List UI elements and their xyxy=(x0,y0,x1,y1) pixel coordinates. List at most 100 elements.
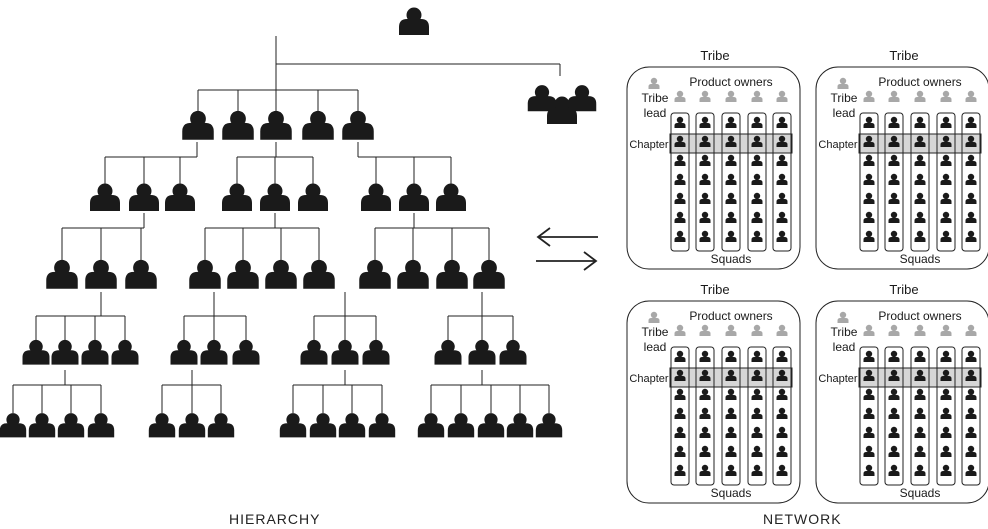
product-owners-label: Product owners xyxy=(689,309,772,323)
squad-column xyxy=(961,346,981,486)
product-owner-icon xyxy=(699,90,711,102)
squad-member-icon xyxy=(776,154,788,166)
squad-member-icon xyxy=(965,388,977,400)
squad-member-icon xyxy=(674,173,686,185)
squad-member-icon xyxy=(776,192,788,204)
person-icon xyxy=(399,183,429,211)
person-icon xyxy=(260,110,292,140)
person-icon xyxy=(300,339,328,365)
squad-member-icon xyxy=(965,230,977,242)
product-owner-icon xyxy=(776,324,788,336)
person-icon xyxy=(303,259,335,289)
person-icon xyxy=(279,413,307,438)
squad-member-icon xyxy=(751,230,763,242)
squad-member-icon xyxy=(699,192,711,204)
squad-member-icon xyxy=(940,388,952,400)
person-icon xyxy=(0,413,27,438)
chapter-label: Chapter xyxy=(818,373,857,385)
person-icon xyxy=(57,413,85,438)
squad-member-icon xyxy=(674,464,686,476)
squad-column xyxy=(721,346,741,486)
person-icon xyxy=(28,413,56,438)
squad-member-icon xyxy=(725,192,737,204)
squad-member-icon xyxy=(674,211,686,223)
person-icon xyxy=(434,339,462,365)
squad-member-icon xyxy=(776,426,788,438)
squad-column xyxy=(936,112,956,252)
squad-member-icon xyxy=(776,350,788,362)
squad-column xyxy=(670,112,690,252)
squad-member-icon xyxy=(725,230,737,242)
product-owner-icon xyxy=(776,90,788,102)
person-icon xyxy=(368,413,396,438)
squad-member-icon xyxy=(699,350,711,362)
squad-member-icon xyxy=(776,445,788,457)
person-icon xyxy=(477,413,505,438)
squad-member-icon xyxy=(699,211,711,223)
squad-member-icon xyxy=(674,426,686,438)
squad-member-icon xyxy=(888,426,900,438)
squad-member-icon xyxy=(914,464,926,476)
squad-member-icon xyxy=(965,407,977,419)
squad-member-icon xyxy=(725,426,737,438)
squad-member-icon xyxy=(965,464,977,476)
squad-member-icon xyxy=(725,116,737,128)
squads-label: Squads xyxy=(900,252,941,266)
squad-member-icon xyxy=(863,350,875,362)
squad-column xyxy=(721,112,741,252)
tribe-lead-label: Tribe xyxy=(831,91,858,105)
squad-member-icon xyxy=(965,116,977,128)
squad-member-icon xyxy=(674,388,686,400)
person-icon xyxy=(473,259,505,289)
squad-member-icon xyxy=(888,350,900,362)
squad-column xyxy=(695,112,715,252)
squad-column xyxy=(859,112,879,252)
arrow-left-icon xyxy=(536,227,598,247)
exchange-arrows xyxy=(536,227,598,271)
squads-label: Squads xyxy=(711,252,752,266)
squad-member-icon xyxy=(863,426,875,438)
product-owner-icon xyxy=(914,90,926,102)
person-icon xyxy=(397,259,429,289)
product-owner-icon xyxy=(699,324,711,336)
person-icon xyxy=(342,110,374,140)
person-icon xyxy=(338,413,366,438)
tribe-lead-label: lead xyxy=(833,340,856,354)
squad-member-icon xyxy=(940,426,952,438)
person-icon xyxy=(182,110,214,140)
squad-member-icon xyxy=(888,445,900,457)
product-owner-icon xyxy=(965,90,977,102)
squad-member-icon xyxy=(674,445,686,457)
person-icon xyxy=(125,259,157,289)
squad-member-icon xyxy=(940,116,952,128)
squad-member-icon xyxy=(888,407,900,419)
product-owner-icon xyxy=(940,324,952,336)
squad-column xyxy=(961,112,981,252)
squad-column xyxy=(747,346,767,486)
squad-member-icon xyxy=(751,388,763,400)
squad-member-icon xyxy=(725,407,737,419)
product-owner-icon xyxy=(888,90,900,102)
squad-member-icon xyxy=(940,464,952,476)
person-icon xyxy=(189,259,221,289)
squad-member-icon xyxy=(674,154,686,166)
tribe-title: Tribe xyxy=(700,48,729,63)
person-icon xyxy=(331,339,359,365)
squad-member-icon xyxy=(965,154,977,166)
squad-member-icon xyxy=(863,211,875,223)
person-icon xyxy=(222,110,254,140)
squad-member-icon xyxy=(914,192,926,204)
person-icon xyxy=(265,259,297,289)
person-icon xyxy=(298,183,328,211)
person-icon xyxy=(227,259,259,289)
product-owner-icon xyxy=(725,90,737,102)
person-icon xyxy=(148,413,176,438)
tribe-lead-label: Tribe xyxy=(831,325,858,339)
person-icon xyxy=(90,183,120,211)
squad-member-icon xyxy=(751,211,763,223)
tribe-lead-label: Tribe xyxy=(642,325,669,339)
squad-member-icon xyxy=(965,192,977,204)
squad-column xyxy=(910,346,930,486)
